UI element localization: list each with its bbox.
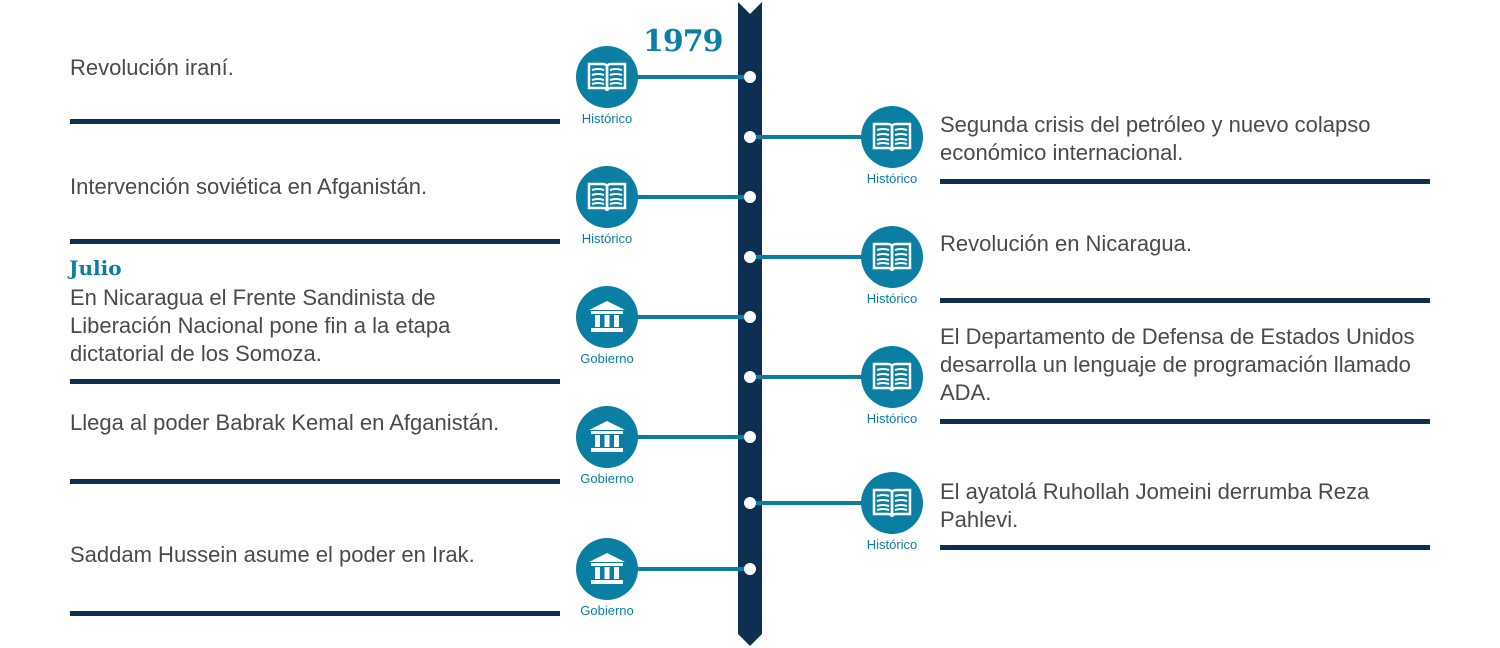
- timeline-dot: [744, 563, 756, 575]
- book-icon-badge: [576, 46, 638, 108]
- event-text: Revolución en Nicaragua.: [940, 231, 1192, 256]
- government-building-icon: [589, 421, 625, 452]
- event-divider: [70, 479, 560, 484]
- category-label: Gobierno: [580, 351, 634, 366]
- connector-line: [637, 75, 750, 79]
- connector-line: [750, 375, 862, 379]
- category-label: Gobierno: [580, 471, 634, 486]
- category-label: Histórico: [866, 537, 918, 552]
- category-label: Histórico: [581, 231, 633, 246]
- event-divider: [70, 379, 560, 384]
- event-text: Llega al poder Babrak Kemal en Afganistá…: [70, 410, 500, 435]
- category-label: Histórico: [866, 411, 918, 426]
- book-icon: [872, 242, 912, 272]
- connector-line: [637, 315, 750, 319]
- government-building-icon: [589, 553, 625, 584]
- government-building-icon: [589, 301, 625, 332]
- book-icon-badge: [861, 346, 923, 408]
- event-divider: [940, 545, 1430, 550]
- government-building-icon-badge: [576, 406, 638, 468]
- category-label: Histórico: [581, 111, 633, 126]
- event-text: Intervención soviética en Afganistán.: [70, 174, 428, 199]
- event-text: Segunda crisis del petróleo y nuevo cola…: [940, 112, 1371, 165]
- event-divider: [70, 611, 560, 616]
- timeline-dot: [744, 371, 756, 383]
- timeline-dot: [744, 431, 756, 443]
- category-label: Gobierno: [580, 603, 634, 618]
- connector-line: [637, 435, 750, 439]
- timeline-dot: [744, 497, 756, 509]
- book-icon: [587, 62, 627, 92]
- book-icon-badge: [861, 226, 923, 288]
- event-text: Saddam Hussein asume el poder en Irak.: [70, 542, 475, 567]
- government-building-icon-badge: [576, 286, 638, 348]
- event-text: El ayatolá Ruhollah Jomeini derrumba Rez…: [940, 479, 1370, 532]
- timeline-dot: [744, 191, 756, 203]
- event-divider: [70, 119, 560, 124]
- book-icon-badge: [861, 106, 923, 168]
- book-icon: [872, 488, 912, 518]
- timeline-dot: [744, 311, 756, 323]
- government-building-icon-badge: [576, 538, 638, 600]
- connector-line: [750, 255, 862, 259]
- event-text: En Nicaragua el Frente Sandinista de Lib…: [70, 285, 451, 366]
- event-divider: [940, 298, 1430, 303]
- connector-line: [637, 195, 750, 199]
- connector-line: [750, 135, 862, 139]
- timeline-spine: [738, 2, 762, 646]
- year-heading: 1979: [643, 24, 723, 59]
- event-divider: [940, 179, 1430, 184]
- category-label: Histórico: [866, 291, 918, 306]
- event-text: Revolución iraní.: [70, 55, 234, 80]
- event-divider: [940, 419, 1430, 424]
- event-text: El Departamento de Defensa de Estados Un…: [940, 324, 1415, 405]
- event-month: Julio: [69, 256, 122, 280]
- category-label: Histórico: [866, 171, 918, 186]
- book-icon-badge: [861, 472, 923, 534]
- book-icon-badge: [576, 166, 638, 228]
- book-icon: [587, 182, 627, 212]
- event-divider: [70, 239, 560, 244]
- book-icon: [872, 362, 912, 392]
- book-icon: [872, 122, 912, 152]
- connector-line: [637, 567, 750, 571]
- timeline-dot: [744, 251, 756, 263]
- timeline-dot: [744, 131, 756, 143]
- timeline-dot: [744, 71, 756, 83]
- connector-line: [750, 501, 862, 505]
